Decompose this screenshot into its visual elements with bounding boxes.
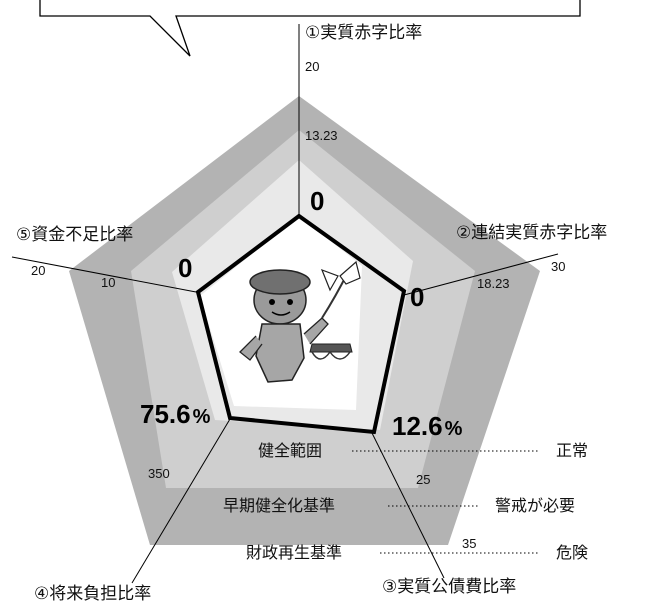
value-label-2: 0 <box>410 282 424 312</box>
axis-title-3: ③実質公債費比率 <box>382 577 516 597</box>
tick-2-outer: 30 <box>551 259 565 274</box>
tick-3-outer: 35 <box>462 536 476 551</box>
value-label-4-number: 75.6 <box>140 399 191 429</box>
axis-line-2 <box>403 253 559 296</box>
tick-4-outer: 350 <box>148 466 170 481</box>
tick-2-inner: 18.23 <box>477 276 510 291</box>
value-label-5: 0 <box>178 253 192 283</box>
tick-3-inner: 25 <box>416 472 430 487</box>
tick-5-outer: 20 <box>31 263 45 278</box>
value-label-3-number: 12.6 <box>392 411 443 441</box>
value-label-3-unit: % <box>445 418 463 440</box>
axis-title-2: ②連結実質赤字比率 <box>456 223 607 243</box>
status-label-healthy: 正常 <box>556 441 588 460</box>
zone-label-healthy: 健全範囲 <box>258 441 322 460</box>
axis-title-4: ④将来負担比率 <box>34 584 151 601</box>
zone-label-danger: 財政再生基準 <box>246 543 342 562</box>
axis-line-5 <box>11 256 197 293</box>
tick-1-inner: 13.23 <box>305 128 338 143</box>
zone-label-warning: 早期健全化基準 <box>223 496 335 515</box>
axis-title-5: ⑤資金不足比率 <box>16 225 133 245</box>
tick-5-inner: 10 <box>101 275 115 290</box>
status-label-danger: 危険 <box>556 543 588 562</box>
value-label-3: 12.6% <box>392 411 463 441</box>
series-polygon <box>195 213 407 435</box>
value-label-4-unit: % <box>193 406 211 428</box>
axis-title-1: ①実質赤字比率 <box>305 23 422 43</box>
mascot-illustration <box>239 260 361 383</box>
speech-bubble <box>39 0 581 57</box>
value-label-4: 75.6% <box>140 399 211 429</box>
value-label-1: 0 <box>310 186 324 216</box>
tick-1-outer: 20 <box>305 59 319 74</box>
axis-line-4 <box>131 418 231 584</box>
status-label-warning: 警戒が必要 <box>495 496 575 515</box>
